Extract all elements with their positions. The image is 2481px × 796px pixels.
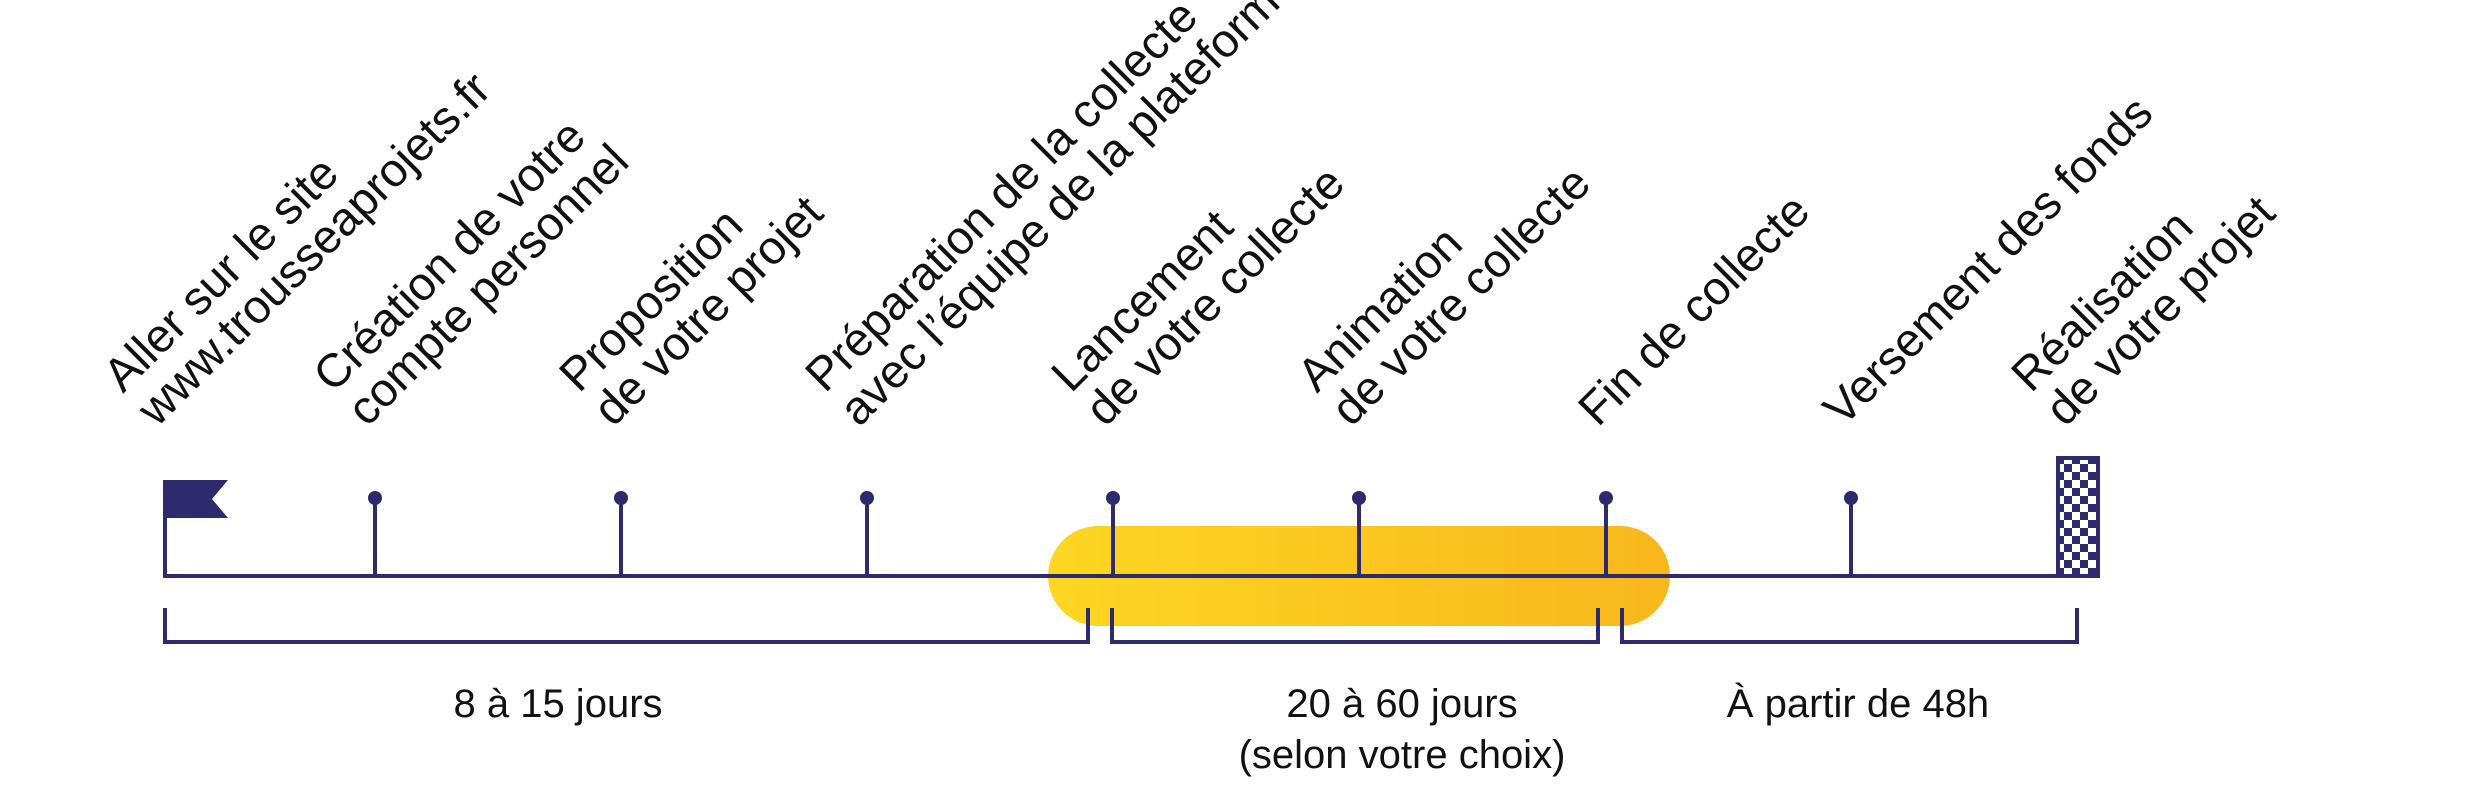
period-3-label: À partir de 48h	[1727, 681, 1989, 726]
duration-brackets	[163, 608, 2079, 644]
milestone-marker	[1106, 491, 1120, 576]
step-labels: Aller sur le sitewww.trousseaprojets.frC…	[93, 0, 2285, 436]
bracket-phase-3	[1620, 608, 2079, 644]
period-2-label: 20 à 60 jours	[1286, 682, 1517, 726]
duration-labels: 8 à 15 jours 20 à 60 jours (selon votre …	[453, 681, 1989, 777]
period-2-sublabel: (selon votre choix)	[1239, 733, 1566, 777]
flag-icon	[163, 480, 228, 576]
checkered-flag-icon	[2056, 456, 2100, 578]
milestone-marker	[860, 491, 874, 576]
step-label-7: Fin de collecte	[1568, 183, 1820, 435]
bracket-phase-1	[163, 608, 1090, 644]
step-label-line1: Fin de collecte	[1568, 183, 1820, 435]
period-1-label: 8 à 15 jours	[453, 682, 662, 726]
milestone-marker	[1844, 491, 1858, 576]
milestone-marker	[1352, 491, 1366, 576]
milestone-marker	[368, 491, 382, 576]
bracket-phase-2	[1110, 608, 1600, 644]
milestone-marker	[614, 491, 628, 576]
milestone-marker	[1599, 491, 1613, 576]
milestone-markers	[368, 491, 1858, 576]
